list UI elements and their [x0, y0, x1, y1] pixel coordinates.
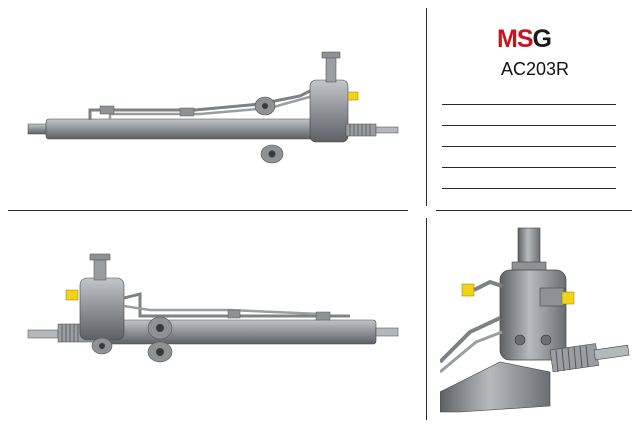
steering-rack-image — [27, 51, 399, 164]
spec-line — [442, 146, 616, 147]
msg-logo: MSG — [497, 25, 552, 53]
product-code: AC203R — [500, 59, 570, 79]
vertical-divider-top — [426, 8, 427, 206]
spec-line — [442, 188, 616, 189]
vertical-divider-bottom — [426, 218, 427, 420]
steering-rack-image — [27, 253, 399, 363]
steering-rack-image — [440, 227, 630, 413]
spec-line — [442, 167, 616, 168]
spec-line — [442, 125, 616, 126]
spec-line — [442, 104, 616, 105]
horizontal-divider-right — [436, 210, 632, 211]
horizontal-divider — [8, 210, 408, 211]
